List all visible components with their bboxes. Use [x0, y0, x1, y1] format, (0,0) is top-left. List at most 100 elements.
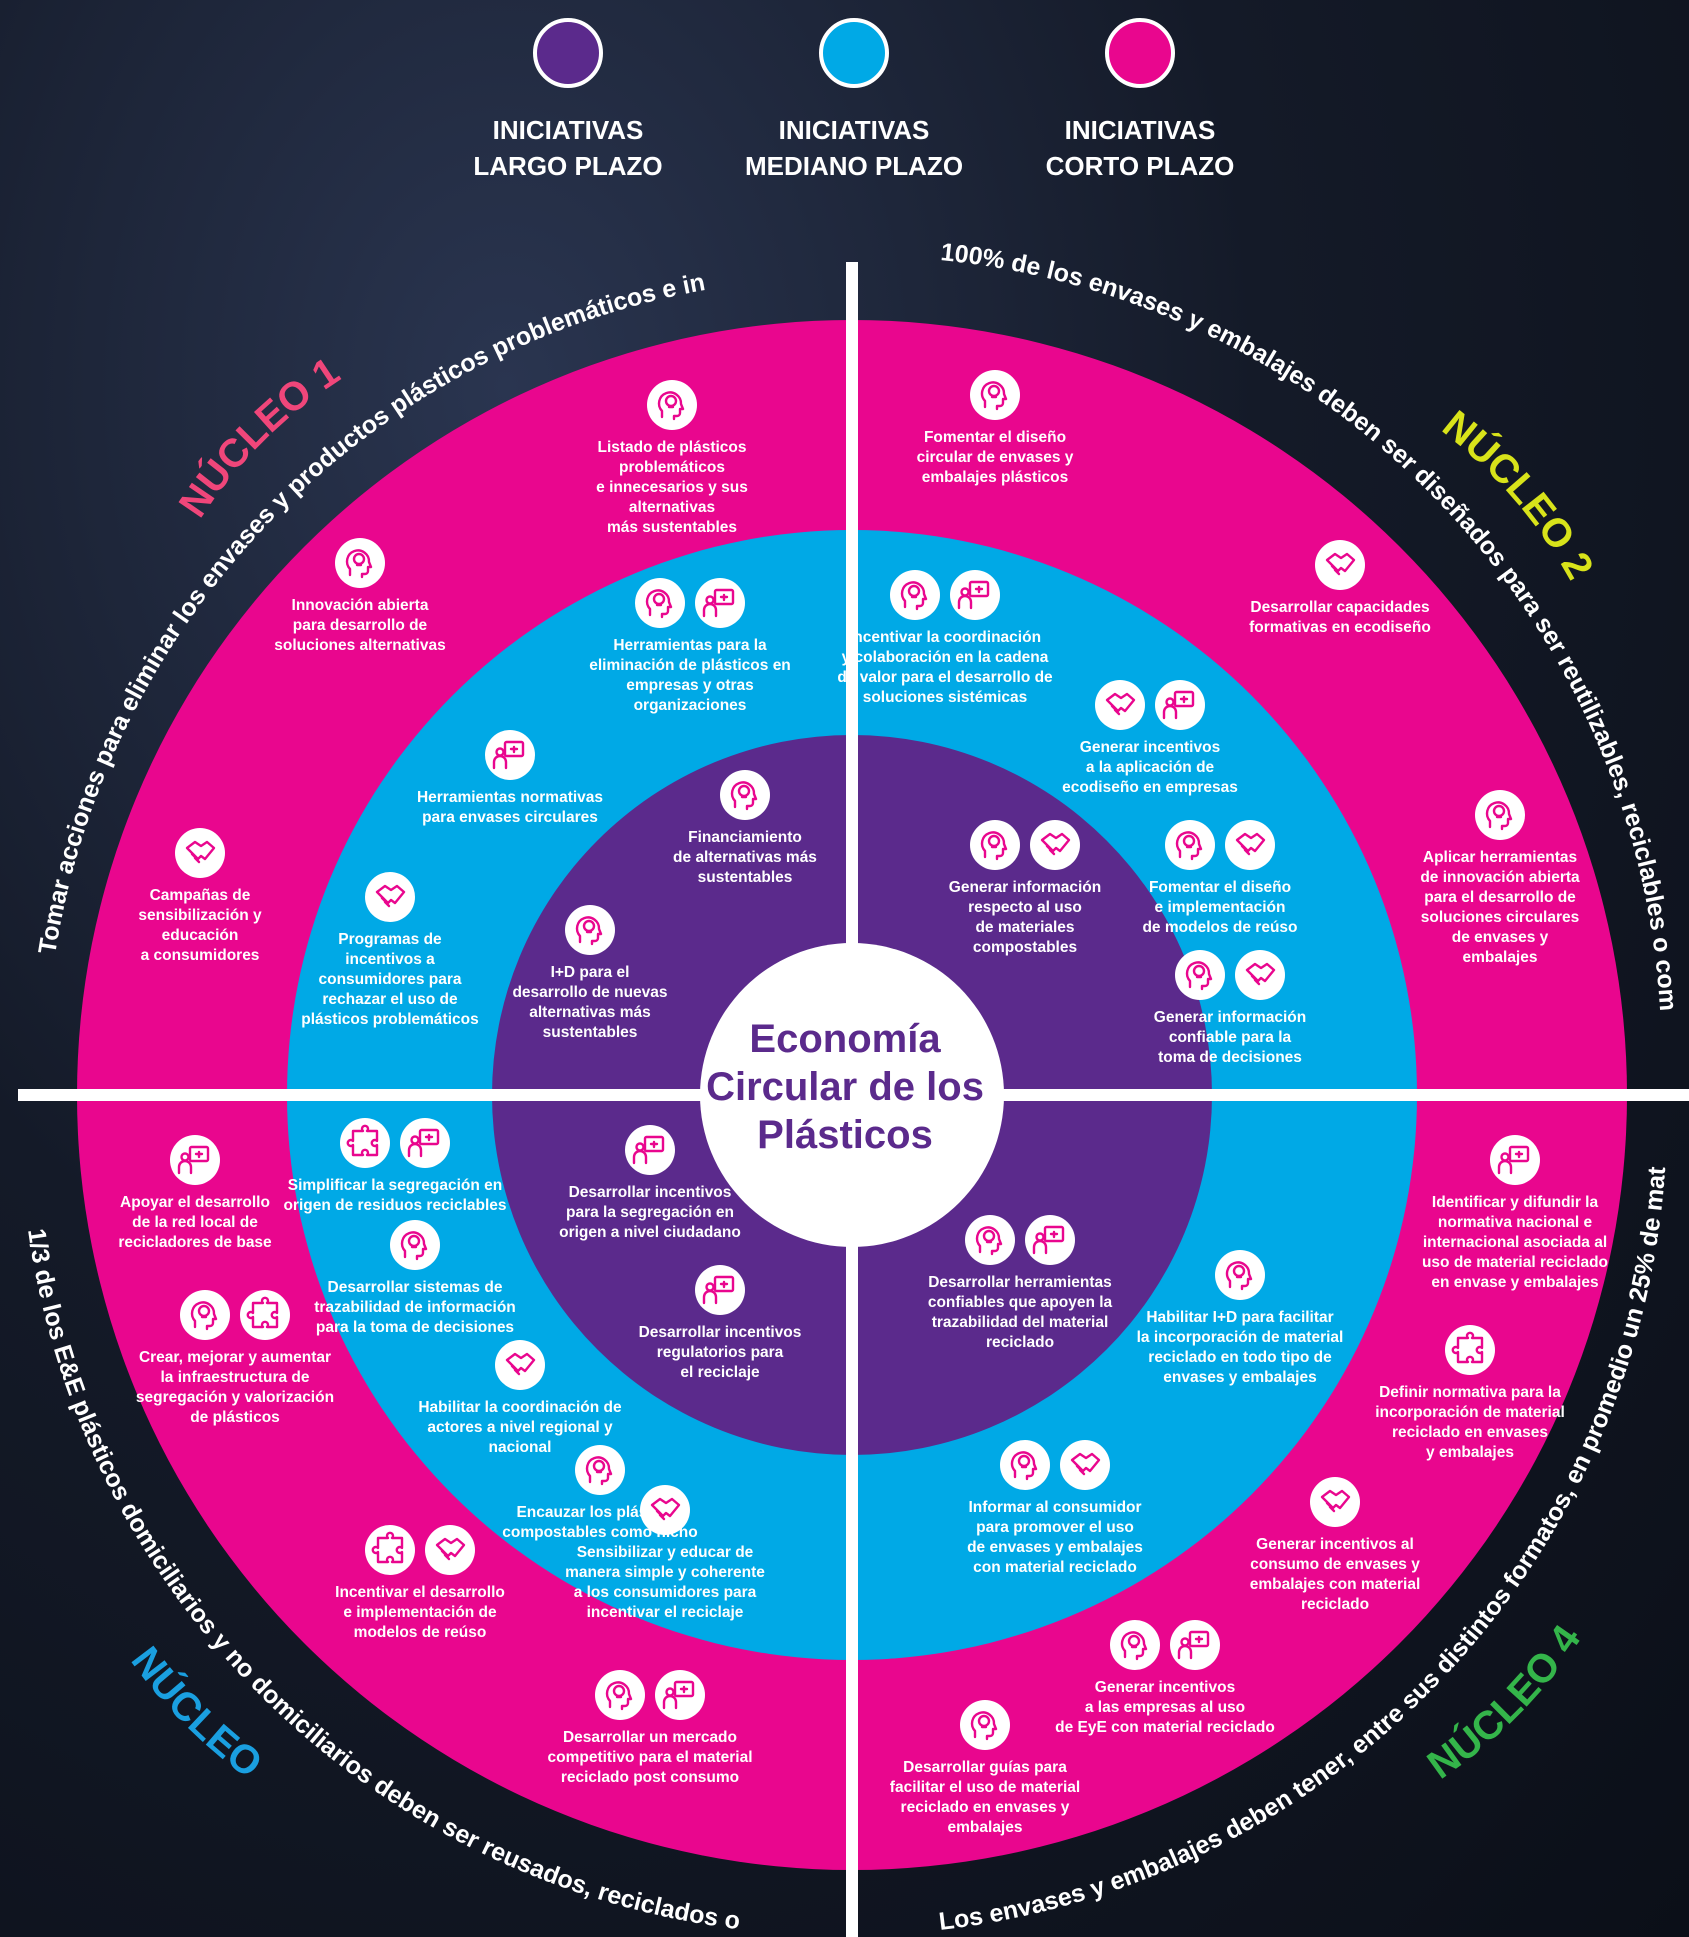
initiative-item: Desarrollar guías para facilitar el uso … [865, 1700, 1105, 1838]
initiative-label: Fomentar el diseño e implementación de m… [1142, 879, 1298, 936]
head-bulb-icon [565, 905, 615, 955]
presenter-icon [170, 1135, 220, 1185]
initiative-icons [275, 1118, 515, 1168]
initiative-label: Informar al consumidor para promover el … [967, 1499, 1143, 1576]
head-bulb-icon [1215, 1250, 1265, 1300]
initiative-label: Herramientas normativas para envases cir… [416, 789, 604, 826]
initiative-label: Desarrollar herramientas confiables que … [927, 1274, 1113, 1351]
initiative-label: Desarrollar guías para facilitar el uso … [889, 1759, 1081, 1836]
presenter-icon [1155, 680, 1205, 730]
legend-largo-plazo: INICIATIVAS LARGO PLAZO [448, 18, 688, 184]
initiative-item: Innovación abierta para desarrollo de so… [240, 538, 480, 656]
initiative-item: Fomentar el diseño circular de envases y… [875, 370, 1115, 488]
initiative-label: Desarrollar incentivos para la segregaci… [559, 1184, 741, 1241]
initiative-label: Aplicar herramientas de innovación abier… [1420, 849, 1580, 966]
initiative-label: Innovación abierta para desarrollo de so… [274, 597, 446, 654]
initiative-label: Fomentar el diseño circular de envases y… [916, 429, 1074, 486]
handshake-icon [365, 872, 415, 922]
initiative-label: Campañas de sensibilización y educación … [138, 887, 262, 964]
head-bulb-icon [890, 570, 940, 620]
legend-label-largo: INICIATIVAS LARGO PLAZO [473, 115, 663, 181]
initiative-icons [865, 1700, 1105, 1750]
head-bulb-icon [1475, 790, 1525, 840]
initiative-label: Programas de incentivos a consumidores p… [301, 931, 479, 1028]
initiative-icons [1045, 1620, 1285, 1670]
initiative-label: Desarrollar capacidades formativas en ec… [1249, 599, 1431, 636]
head-bulb-icon [390, 1220, 440, 1270]
initiative-label: Desarrollar sistemas de trazabilidad de … [314, 1279, 516, 1336]
initiative-item: Generar incentivos al consumo de envases… [1215, 1477, 1455, 1615]
initiative-label: Crear, mejorar y aumentar la infraestruc… [135, 1349, 335, 1426]
initiative-item: Sensibilizar y educar de manera simple y… [545, 1485, 785, 1623]
initiative-label: Incentivar la coordinación y colaboració… [837, 629, 1053, 706]
initiative-icons [390, 730, 630, 780]
head-bulb-icon [970, 370, 1020, 420]
initiative-item: Desarrollar un mercado competitivo para … [530, 1670, 770, 1788]
nucleo-4-title: NÚCLEO 4 [1420, 1617, 1590, 1788]
head-bulb-icon [647, 380, 697, 430]
initiative-icons [470, 905, 710, 955]
initiative-icons [1100, 820, 1340, 870]
initiative-icons [625, 770, 865, 820]
initiative-item: Desarrollar capacidades formativas en ec… [1220, 540, 1460, 638]
head-bulb-icon [720, 770, 770, 820]
initiative-label: Desarrollar incentivos regulatorios para… [638, 1324, 802, 1381]
initiative-item: Habilitar la coordinación de actores a n… [400, 1340, 640, 1458]
handshake-icon [1310, 1477, 1360, 1527]
initiative-item: Informar al consumidor para promover el … [935, 1440, 1175, 1578]
initiative-icons [530, 1670, 770, 1720]
puzzle-icon [365, 1525, 415, 1575]
initiative-icons [75, 1135, 315, 1185]
initiative-icons [1120, 1250, 1360, 1300]
presenter-icon [400, 1118, 450, 1168]
handshake-icon [1060, 1440, 1110, 1490]
initiative-icons [80, 828, 320, 878]
handshake-icon [495, 1340, 545, 1390]
initiative-item: Identificar y difundir la normativa naci… [1395, 1135, 1635, 1293]
initiative-label: Apoyar el desarrollo de la red local de … [118, 1194, 272, 1251]
legend-mediano-plazo: INICIATIVAS MEDIANO PLAZO [734, 18, 974, 184]
horizontal-divider [18, 1089, 1689, 1101]
initiative-item: Herramientas para la eliminación de plás… [570, 578, 810, 716]
initiative-label: Generar información confiable para la to… [1153, 1009, 1307, 1066]
initiative-label: Desarrollar un mercado competitivo para … [547, 1729, 753, 1786]
initiative-label: Generar incentivos a la aplicación de ec… [1062, 739, 1238, 796]
initiative-icons [900, 1215, 1140, 1265]
initiative-item: Campañas de sensibilización y educación … [80, 828, 320, 966]
handshake-icon [425, 1525, 475, 1575]
initiative-icons [480, 1445, 720, 1495]
initiative-icons [1030, 680, 1270, 730]
initiative-item: Programas de incentivos a consumidores p… [270, 872, 510, 1030]
initiative-item: Habilitar I+D para facilitar la incorpor… [1120, 1250, 1360, 1388]
initiative-item: Desarrollar sistemas de trazabilidad de … [295, 1220, 535, 1338]
initiative-icons [300, 1525, 540, 1575]
head-bulb-icon [1000, 1440, 1050, 1490]
nucleo-1-title: NÚCLEO 1 [171, 349, 347, 525]
initiative-item: Herramientas normativas para envases cir… [390, 730, 630, 828]
initiative-item: Encauzar los plásticos compostables como… [480, 1445, 720, 1543]
initiative-item: Generar incentivos a las empresas al uso… [1045, 1620, 1285, 1738]
handshake-icon [1030, 820, 1080, 870]
legend-dot-mediano [819, 18, 889, 88]
initiative-icons [875, 370, 1115, 420]
initiative-item: Apoyar el desarrollo de la red local de … [75, 1135, 315, 1253]
initiative-icons [530, 1125, 770, 1175]
legend-dot-corto [1105, 18, 1175, 88]
head-bulb-icon [960, 1700, 1010, 1750]
head-bulb-icon [635, 578, 685, 628]
legend-label-corto: INICIATIVAS CORTO PLAZO [1045, 115, 1235, 181]
initiative-label: Encauzar los plásticos compostables como… [502, 1504, 698, 1541]
head-bulb-icon [1165, 820, 1215, 870]
initiative-item: Simplificar la segregación en origen de … [275, 1118, 515, 1216]
initiative-icons [1380, 790, 1620, 840]
initiative-label: Herramientas para la eliminación de plás… [589, 637, 791, 714]
initiative-icons [552, 380, 792, 430]
presenter-icon [950, 570, 1000, 620]
initiative-label: Incentivar el desarrollo e implementació… [335, 1584, 505, 1641]
presenter-icon [485, 730, 535, 780]
initiative-icons [270, 872, 510, 922]
initiative-label: I+D para el desarrollo de nuevas alterna… [512, 964, 668, 1041]
initiative-icons [400, 1340, 640, 1390]
initiative-label: Habilitar I+D para facilitar la incorpor… [1136, 1309, 1344, 1386]
